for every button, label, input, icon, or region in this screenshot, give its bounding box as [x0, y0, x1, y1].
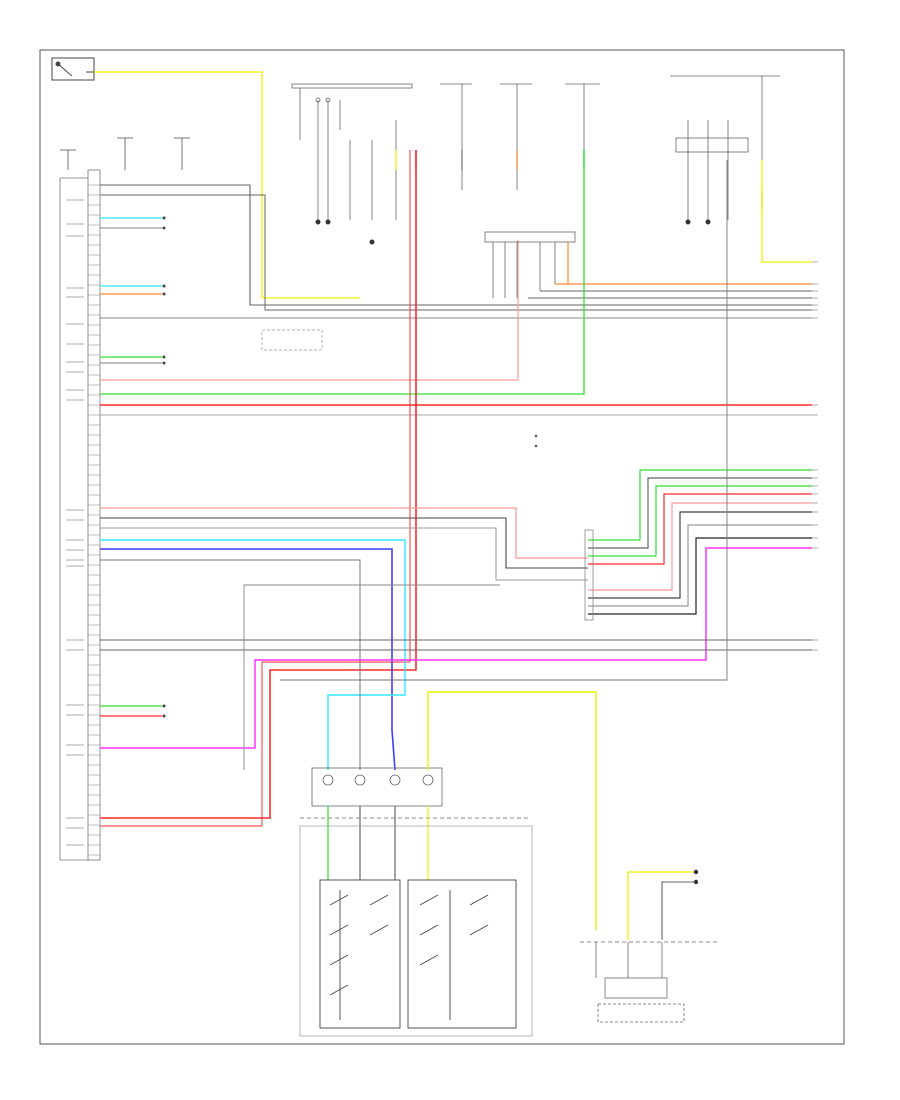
wire-pink-mid [100, 240, 519, 381]
wire-pink-speaker [100, 507, 588, 559]
wire-yellow-bottom [427, 691, 597, 930]
wire-gray-top-2 [100, 194, 812, 311]
diagram-frame [39, 49, 845, 1045]
wire-yellow-antenna [94, 71, 360, 299]
middle-junction [484, 231, 576, 298]
connector-pins [88, 184, 100, 856]
speaker-down-wires [327, 806, 429, 880]
stub-wires [100, 217, 162, 717]
wire-gray-connector [243, 584, 500, 770]
right-edge-ticks [812, 261, 818, 651]
wire-gray-right-riser [280, 160, 728, 681]
bottom-right-terminals [693, 869, 699, 885]
switch-cluster-right [675, 120, 749, 220]
wire-gray-speaker-3 [100, 527, 588, 581]
pin-name-dashes [66, 199, 84, 846]
wire-gray-speaker [100, 559, 361, 770]
relay-box [261, 329, 323, 351]
wire-cyan [100, 539, 406, 770]
switch-cluster-left [299, 88, 397, 220]
wire-magenta [100, 547, 812, 749]
wire-green-long [100, 150, 585, 395]
speaker-connectors [300, 767, 530, 819]
wire-gray-speaker-2 [100, 517, 588, 569]
top-colored-stubs [395, 150, 763, 210]
ground-icons [60, 137, 190, 170]
stub-terminals [162, 216, 166, 718]
wire-yellow-right [761, 160, 812, 263]
right-speaker-bundle [588, 469, 812, 615]
legend-markers [534, 434, 538, 448]
top-fuse-boxes [291, 75, 780, 190]
ground-symbols-top [315, 219, 711, 245]
bottom-right-component [580, 871, 720, 1023]
antenna-icon [51, 57, 95, 81]
right-junction-box [584, 529, 594, 621]
wire-red-vertical [100, 150, 417, 819]
radio-unit [59, 169, 101, 861]
steering-switch-assembly [299, 825, 533, 1037]
wire-gray-top [100, 184, 812, 306]
wire-red-vertical-2 [100, 150, 411, 827]
